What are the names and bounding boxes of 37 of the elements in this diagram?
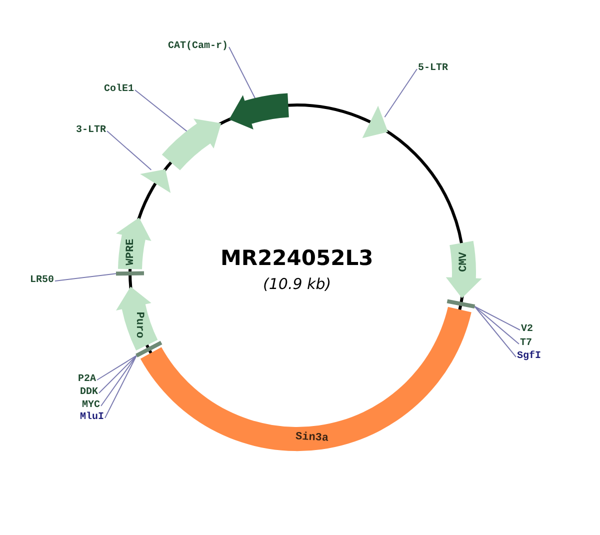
site-marker bbox=[446, 299, 476, 308]
leader-line bbox=[474, 306, 516, 358]
leader-line bbox=[54, 273, 116, 282]
feature-label: CMV bbox=[458, 252, 470, 272]
feature-label: SgfI bbox=[517, 351, 542, 363]
feature-label: 3-LTR bbox=[76, 125, 106, 137]
site-marker bbox=[116, 271, 144, 276]
plasmid-size: (10.9 kb) bbox=[263, 275, 332, 293]
feature-label: LR50 bbox=[30, 275, 54, 287]
feature-label: Sin3a bbox=[294, 432, 328, 446]
leader-line bbox=[104, 355, 137, 418]
feature-label: P2A bbox=[78, 374, 96, 386]
feature-label: T7 bbox=[520, 338, 532, 350]
feature-label: MluI bbox=[80, 412, 104, 424]
leader-line bbox=[98, 355, 137, 394]
feature-block bbox=[140, 169, 171, 193]
leader-line bbox=[228, 46, 256, 100]
feature-label: 5-LTR bbox=[418, 63, 448, 75]
feature-label: WPRE bbox=[125, 238, 138, 265]
feature-label: ColE1 bbox=[104, 84, 134, 96]
feature-block bbox=[229, 93, 289, 130]
feature-label: V2 bbox=[521, 324, 534, 336]
feature-label: MYC bbox=[82, 400, 100, 412]
leader-line bbox=[474, 306, 520, 344]
plasmid-name: MR224052L3 bbox=[220, 246, 374, 270]
feature-label: DDK bbox=[80, 387, 98, 399]
leader-line bbox=[134, 90, 188, 132]
feature-label: Puro bbox=[132, 312, 145, 338]
leader-line bbox=[474, 306, 520, 330]
leader-line bbox=[106, 130, 152, 170]
leader-line bbox=[100, 355, 137, 406]
leader-line bbox=[384, 68, 418, 118]
feature-block bbox=[362, 106, 388, 138]
site-marker bbox=[136, 340, 162, 358]
feature-block bbox=[162, 118, 222, 170]
leader-line bbox=[96, 355, 137, 380]
feature-label: CAT(Cam-r) bbox=[168, 41, 228, 53]
